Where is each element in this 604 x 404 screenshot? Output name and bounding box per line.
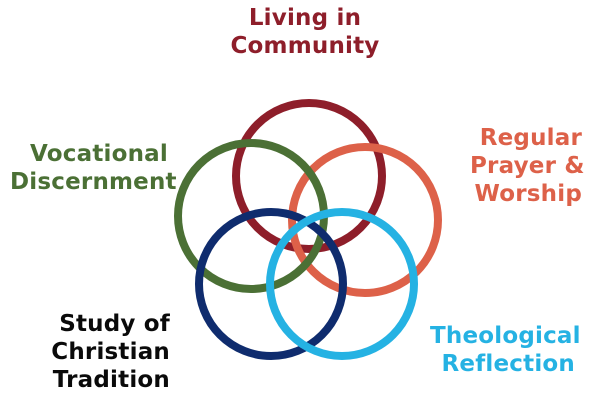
label-line: Community	[230, 33, 380, 59]
label-line: Study of	[59, 311, 170, 337]
label-line: Worship	[474, 181, 582, 207]
ring-prayer	[288, 143, 442, 297]
label-line: Discernment	[10, 169, 177, 195]
label-line: Prayer &	[470, 153, 585, 179]
label-study-of-christian-tradition: Study of Christian Tradition	[40, 310, 170, 394]
label-line: Theological	[430, 323, 581, 349]
label-vocational-discernment: Vocational Discernment	[10, 140, 177, 196]
label-line: Regular	[479, 125, 582, 151]
label-line: Christian	[51, 339, 170, 365]
ring-theological	[266, 208, 418, 360]
label-regular-prayer-worship: Regular Prayer & Worship	[470, 124, 585, 208]
label-theological-reflection: Theological Reflection	[430, 322, 581, 378]
label-line: Vocational	[30, 141, 168, 167]
label-line: Tradition	[52, 367, 170, 393]
ring-study	[195, 208, 347, 360]
ring-community	[232, 99, 386, 253]
label-living-in-community: Living in Community	[190, 4, 420, 60]
label-line: Living in	[248, 5, 362, 31]
label-line: Reflection	[441, 351, 575, 377]
